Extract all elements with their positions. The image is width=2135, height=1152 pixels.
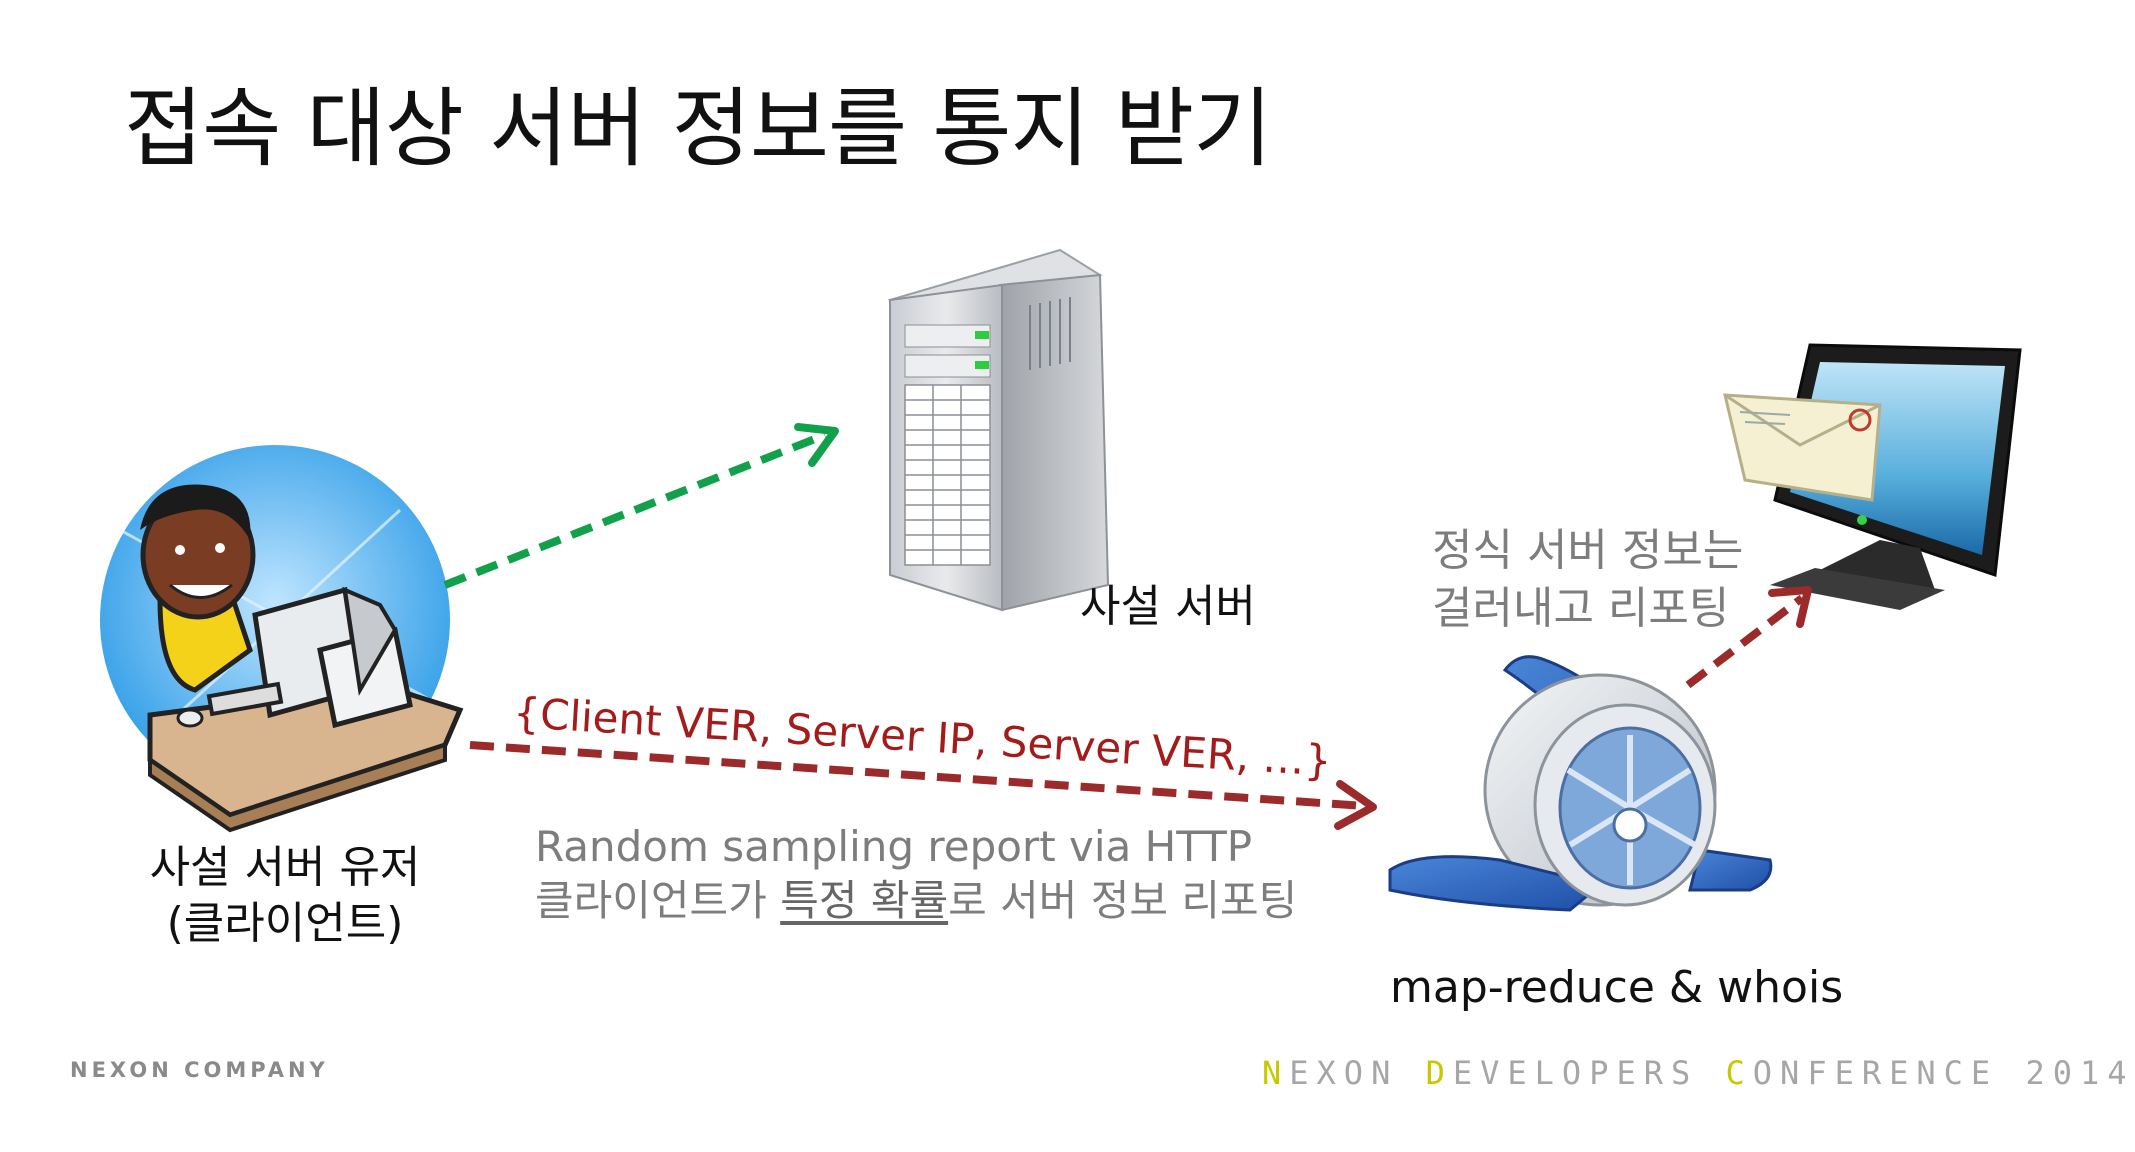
footer-hl-n: N (1262, 1054, 1290, 1092)
report-monitor-icon (1723, 343, 2022, 610)
footer-hl-c: C (1725, 1054, 1753, 1092)
footer-hl-d: D (1425, 1054, 1453, 1092)
report-arrow (469, 741, 1377, 830)
user-label: 사설 서버 유저 (클라이언트) (130, 840, 440, 952)
diagram-canvas (100, 248, 2022, 912)
method-note: Random sampling report via HTTP 클라이언트가 특… (535, 820, 1297, 928)
user-avatar-icon (100, 445, 464, 833)
forward-arrow (1685, 586, 1812, 689)
footer-part-2: EVELOPERS (1452, 1054, 1726, 1092)
map-reduce-engine-icon (1388, 655, 1773, 912)
report-note: 정식 서버 정보는 걸러내고 리포팅 (1432, 522, 1743, 638)
method-note-before: 클라이언트가 (535, 876, 781, 925)
method-note-after: 로 서버 정보 리포팅 (948, 876, 1298, 925)
method-note-line1: Random sampling report via HTTP (535, 822, 1253, 871)
server-label: 사설 서버 (1080, 581, 1256, 632)
report-note-line2: 걸러내고 리포팅 (1432, 583, 1730, 634)
server-icon (887, 248, 1110, 612)
user-label-line2: (클라이언트) (166, 898, 404, 949)
footer-company: NEXON COMPANY (70, 1058, 329, 1082)
slide: 접속 대상 서버 정보를 통지 받기 (70, 79, 2127, 1092)
slide-title: 접속 대상 서버 정보를 통지 받기 (124, 79, 1272, 179)
method-note-line2: 클라이언트가 특정 확률로 서버 정보 리포팅 (535, 874, 1297, 928)
engine-label: map-reduce & whois (1390, 962, 1844, 1013)
footer-part-3: ONFERENCE 2014 (1752, 1054, 2135, 1092)
footer-conference: NEXON DEVELOPERS CONFERENCE 2014 (1262, 1054, 2135, 1092)
footer-part-1: EXON (1289, 1054, 1426, 1092)
report-note-line1: 정식 서버 정보는 (1432, 525, 1744, 576)
user-label-line1: 사설 서버 유저 (149, 842, 421, 893)
connect-arrow (443, 423, 839, 589)
method-note-emphasis: 특정 확률 (780, 876, 949, 925)
